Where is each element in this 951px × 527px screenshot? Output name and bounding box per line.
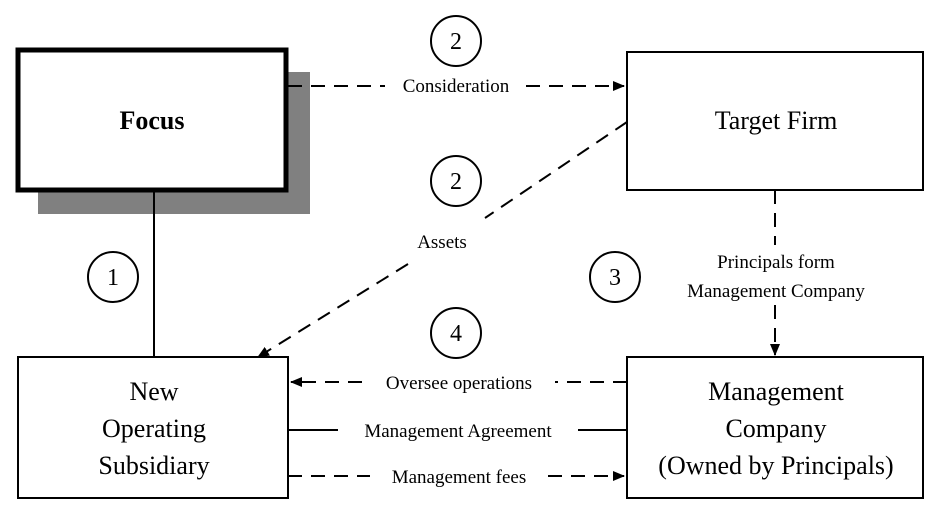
step-3-label: 3: [609, 265, 621, 291]
focus-box: [15, 47, 289, 193]
subsidiary-label-line-3: Subsidiary: [98, 451, 209, 480]
target-firm-box: [626, 51, 924, 191]
subsidiary-label-line-1: New: [129, 377, 178, 406]
management-label-line-2: Company: [725, 414, 826, 443]
oversee-label: Oversee operations: [386, 373, 532, 394]
agreement-label: Management Agreement: [364, 421, 552, 442]
management-label-line-1: Management: [708, 377, 845, 406]
step-2-consideration-circle: [430, 15, 482, 67]
form-company-label-line-2: Management Company: [687, 281, 865, 302]
target-firm-label: Target Firm: [715, 106, 838, 135]
step-4-circle: [430, 307, 482, 359]
step-2-assets-label: 2: [450, 169, 462, 195]
step-1-label: 1: [107, 265, 119, 291]
step-4-label: 4: [450, 321, 462, 347]
step-1-circle: [87, 251, 139, 303]
management-company-box: [626, 356, 924, 499]
step-2-consideration-label: 2: [450, 29, 462, 55]
focus-label: Focus: [120, 106, 185, 135]
step-3-circle: [589, 251, 641, 303]
form-company-label-line-1: Principals form: [717, 252, 835, 273]
management-label-line-3: (Owned by Principals): [658, 451, 893, 480]
subsidiary-label-line-2: Operating: [102, 414, 206, 443]
assets-arrow-lower: [257, 263, 409, 358]
fees-label: Management fees: [392, 467, 527, 488]
assets-arrow-upper: [484, 121, 628, 219]
assets-label: Assets: [417, 232, 467, 253]
step-2-assets-circle: [430, 155, 482, 207]
subsidiary-box: [17, 356, 289, 499]
consideration-label: Consideration: [403, 76, 510, 97]
